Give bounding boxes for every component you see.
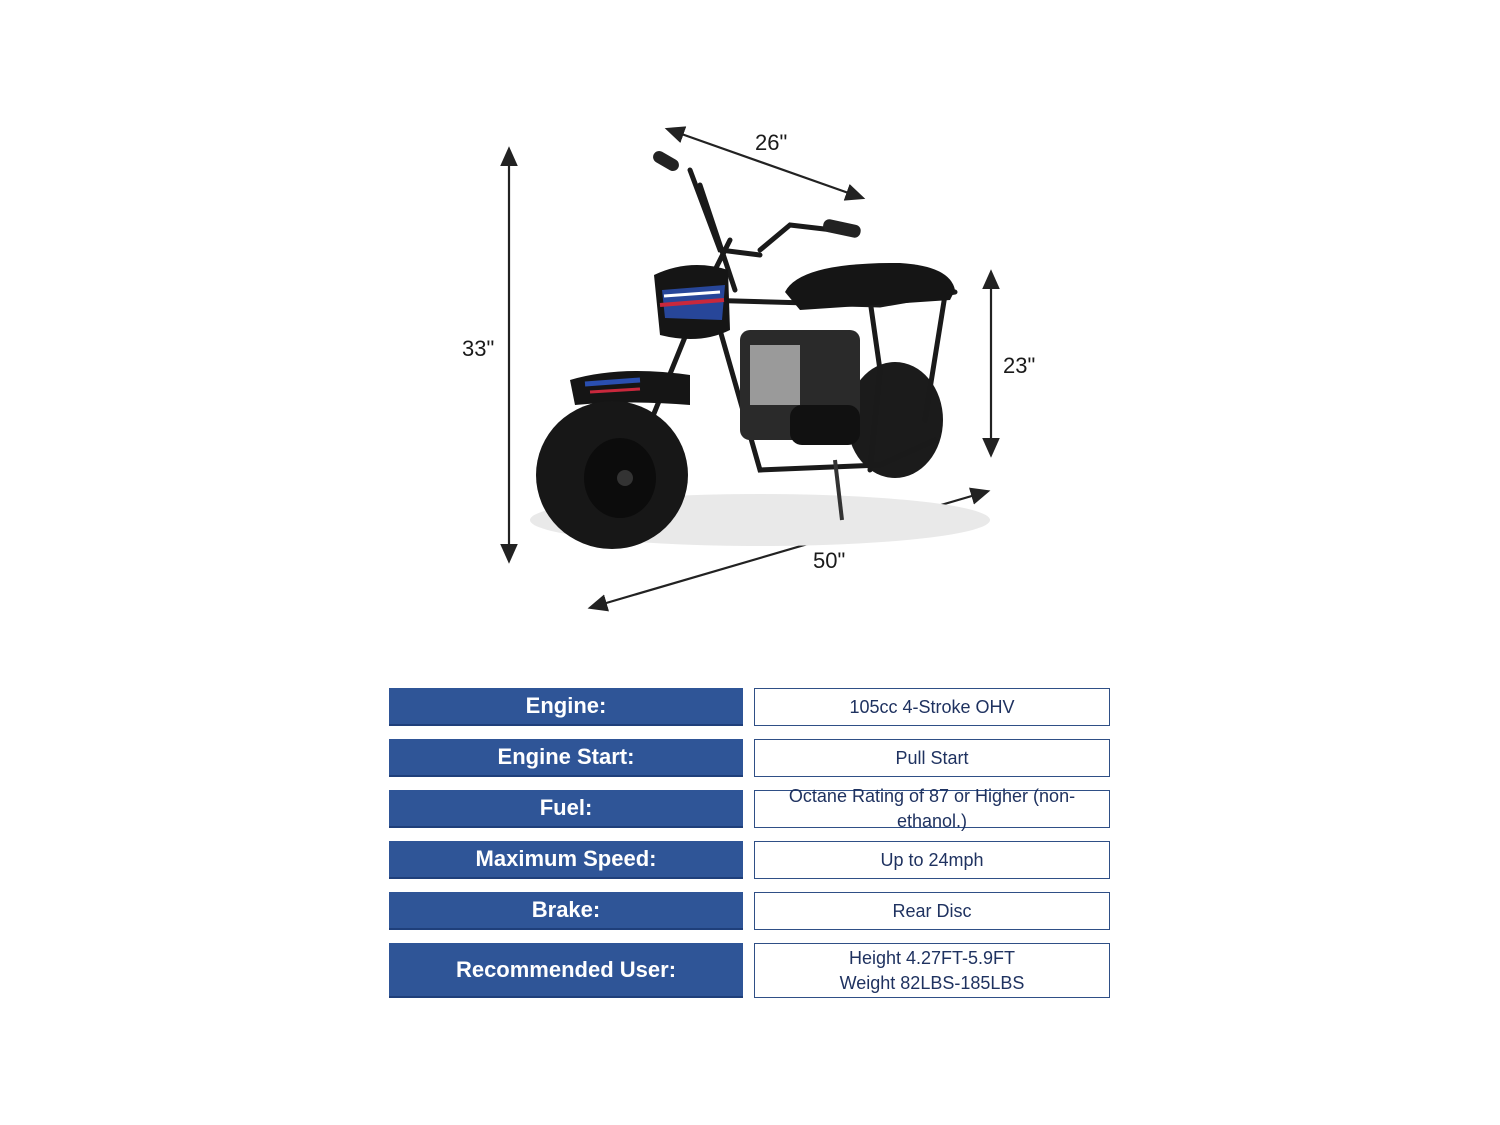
spec-row-fuel: Fuel: Octane Rating of 87 or Higher (non… bbox=[389, 786, 1110, 831]
spec-label: Recommended User: bbox=[389, 943, 743, 998]
product-dimension-figure: 33" 26" 23" 50" bbox=[462, 126, 1036, 612]
dimension-seat-height-label: 23" bbox=[1003, 353, 1036, 378]
spec-label: Maximum Speed: bbox=[389, 841, 743, 879]
spec-value: Up to 24mph bbox=[754, 841, 1110, 879]
spec-value: Height 4.27FT-5.9FT Weight 82LBS-185LBS bbox=[754, 943, 1110, 998]
spec-table: Engine: 105cc 4-Stroke OHV Engine Start:… bbox=[389, 688, 1110, 1011]
mini-bike-illustration bbox=[500, 126, 1000, 612]
spec-value: Octane Rating of 87 or Higher (non-ethan… bbox=[754, 786, 1110, 831]
spec-label: Fuel: bbox=[389, 790, 743, 828]
spec-label: Engine Start: bbox=[389, 739, 743, 777]
dimension-height-label: 33" bbox=[462, 336, 495, 361]
spec-row-brake: Brake: Rear Disc bbox=[389, 892, 1110, 930]
spec-value: 105cc 4-Stroke OHV bbox=[754, 688, 1110, 726]
spec-value: Rear Disc bbox=[754, 892, 1110, 930]
spec-label: Engine: bbox=[389, 688, 743, 726]
spec-value-height: Height 4.27FT-5.9FT bbox=[848, 947, 1016, 968]
dimension-handlebar-width-label: 26" bbox=[755, 130, 788, 155]
dimension-length-label: 50" bbox=[813, 548, 846, 573]
spec-label: Brake: bbox=[389, 892, 743, 930]
spec-row-engine-start: Engine Start: Pull Start bbox=[389, 739, 1110, 777]
spec-row-engine: Engine: 105cc 4-Stroke OHV bbox=[389, 688, 1110, 726]
spec-value: Pull Start bbox=[754, 739, 1110, 777]
spec-row-maximum-speed: Maximum Speed: Up to 24mph bbox=[389, 841, 1110, 879]
spec-value-weight: Weight 82LBS-185LBS bbox=[839, 972, 1025, 993]
spec-row-recommended-user: Recommended User: Height 4.27FT-5.9FT We… bbox=[389, 943, 1110, 998]
